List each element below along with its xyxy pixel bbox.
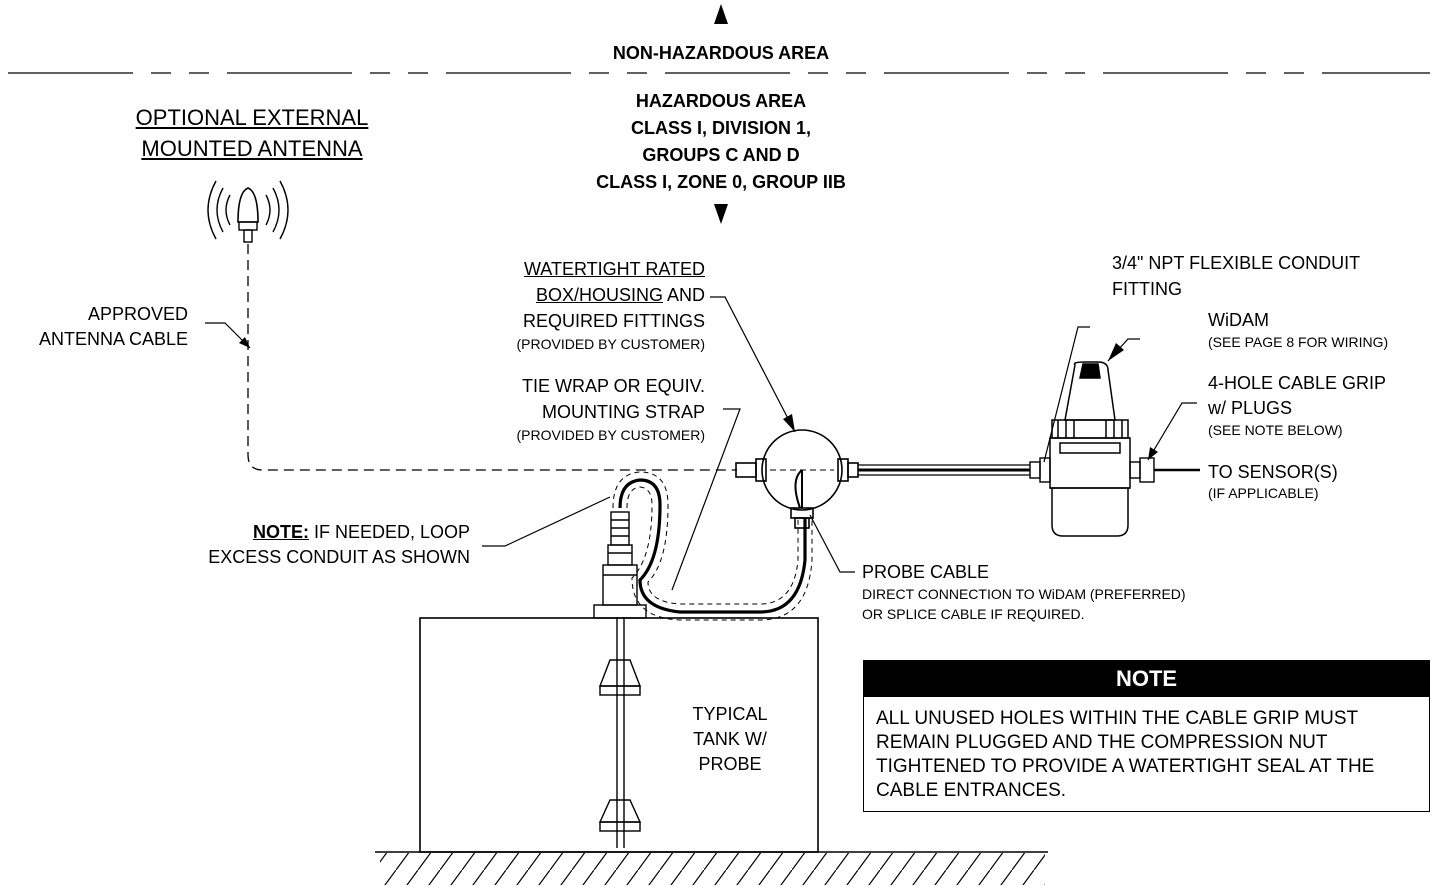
tank-label-line-3: PROBE [698,754,762,774]
tank-label-line-1: TYPICAL [692,704,768,724]
box-housing-text: BOX/HOUSING [535,285,663,305]
down-arrow-icon [714,204,728,224]
box-label-sub: (PROVIDED BY CUSTOMER) [516,336,705,352]
sensor-sub: (IF APPLICABLE) [1208,485,1319,501]
loop-note-text: IF NEEDED, LOOP [308,522,470,542]
hazardous-line-4: CLASS I, ZONE 0, GROUP IIB [596,172,846,192]
hazardous-line-2: CLASS I, DIVISION 1, [630,118,812,138]
non-hazardous-label: NON-HAZARDOUS AREA [612,43,830,63]
cable-grip-icon [1129,457,1200,483]
sensor-title: TO SENSOR(S) [1208,462,1338,482]
cable-grip-sub: (SEE NOTE BELOW) [1208,422,1343,438]
up-arrow-icon [714,4,728,24]
antenna-cable-label: APPROVED ANTENNA CABLE [0,302,188,352]
note-heading: NOTE [864,661,1429,697]
conduit-fitting-label: 3/4" NPT FLEXIBLE CONDUIT FITTING [1112,250,1360,302]
strap-label-line-1: TIE WRAP OR EQUIV. [521,376,705,396]
strap-label-line-2: MOUNTING STRAP [541,402,705,422]
hazardous-area-label: HAZARDOUS AREA CLASS I, DIVISION 1, GROU… [540,88,902,196]
antenna-cable-line [247,244,737,471]
widam-sub: (SEE PAGE 8 FOR WIRING) [1208,334,1389,350]
loop-note-prefix: NOTE: [252,522,309,542]
loop-note-line-1: NOTE: IF NEEDED, LOOP [120,520,470,545]
box-label-line-2: BOX/HOUSING AND [400,282,705,308]
conduit-fitting-line-1: 3/4" NPT FLEXIBLE CONDUIT [1112,253,1361,273]
widam-title: WiDAM [1208,310,1269,330]
probe-cable-sub-2: OR SPLICE CABLE IF REQUIRED. [862,606,1085,622]
note-body: ALL UNUSED HOLES WITHIN THE CABLE GRIP M… [876,708,1375,801]
antenna-cable-line-1: APPROVED [87,304,188,324]
antenna-icon [207,180,289,243]
ground-hatch [380,853,1045,885]
flexible-conduit [794,464,1030,509]
sensor-label: TO SENSOR(S) (IF APPLICABLE) [1208,460,1338,502]
tank-label: TYPICAL TANK W/ PROBE [660,702,800,777]
antenna-title-line-1: OPTIONAL EXTERNAL [135,105,369,130]
loop-note-label: NOTE: IF NEEDED, LOOP EXCESS CONDUIT AS … [120,520,470,570]
hazardous-line-3: GROUPS C AND D [642,145,800,165]
box-label-line-3: REQUIRED FITTINGS [522,311,705,331]
strap-label-sub: (PROVIDED BY CUSTOMER) [516,427,705,443]
tank-label-line-2: TANK W/ [693,729,767,749]
widam-device-icon [1049,361,1131,537]
conduit-loop [612,471,813,621]
conduit-fitting-icon [1029,457,1051,483]
antenna-title-line-2: MOUNTED ANTENNA [141,136,363,161]
conduit-fitting-line-2: FITTING [1112,279,1182,299]
cable-grip-line-2: w/ PLUGS [1208,398,1293,418]
hazardous-line-1: HAZARDOUS AREA [635,91,807,111]
probe-cable-sub-1: DIRECT CONNECTION TO WiDAM (PREFERRED) [862,586,1186,602]
loop-note-line-2: EXCESS CONDUIT AS SHOWN [208,547,470,567]
box-label-line-1: WATERTIGHT RATED [523,259,705,279]
probe-cable-title: PROBE CABLE [862,562,990,582]
antenna-title: OPTIONAL EXTERNAL MOUNTED ANTENNA [118,102,386,164]
cable-grip-line-1: 4-HOLE CABLE GRIP [1208,373,1387,393]
probe-icon [593,511,647,848]
widam-label: WiDAM (SEE PAGE 8 FOR WIRING) [1208,308,1388,352]
box-label: WATERTIGHT RATED BOX/HOUSING AND REQUIRE… [400,256,705,354]
note-box: NOTE ALL UNUSED HOLES WITHIN THE CABLE G… [863,660,1430,812]
box-and-text: AND [662,285,705,305]
leader-lines [205,296,1197,591]
antenna-cable-line-2: ANTENNA CABLE [38,329,188,349]
probe-cable-label: PROBE CABLE DIRECT CONNECTION TO WiDAM (… [862,560,1186,624]
cable-grip-label: 4-HOLE CABLE GRIP w/ PLUGS (SEE NOTE BEL… [1208,370,1386,440]
strap-label: TIE WRAP OR EQUIV. MOUNTING STRAP (PROVI… [400,373,705,445]
